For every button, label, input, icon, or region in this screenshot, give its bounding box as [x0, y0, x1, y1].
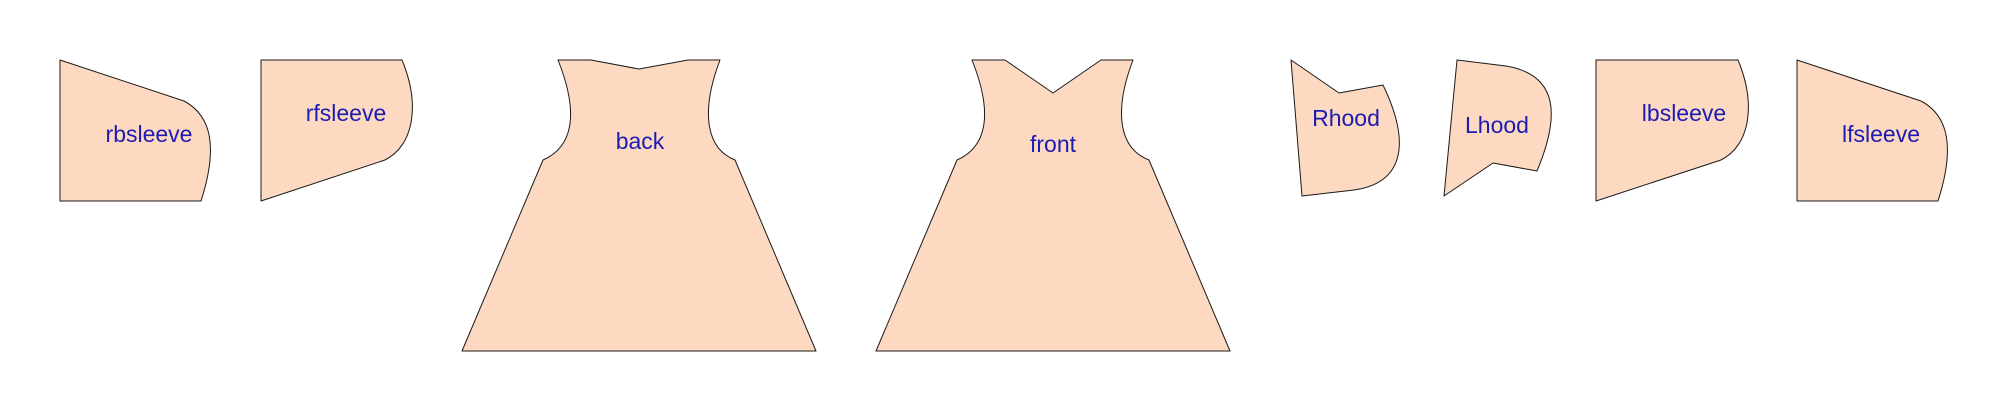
rhood-shape: [1290, 59, 1400, 197]
rhood-label: Rhood: [1312, 105, 1380, 131]
rfsleeve-label: rfsleeve: [306, 100, 387, 126]
back-label: back: [616, 128, 665, 154]
front-shape: [875, 59, 1231, 352]
pattern-piece-front: front: [875, 59, 1231, 352]
pattern-piece-rbsleeve: rbsleeve: [59, 59, 211, 202]
lbsleeve-label: lbsleeve: [1642, 100, 1726, 126]
lhood-label: Lhood: [1465, 112, 1529, 138]
pattern-piece-lhood: Lhood: [1443, 59, 1552, 197]
pattern-piece-rfsleeve: rfsleeve: [260, 59, 413, 202]
pattern-piece-rhood: Rhood: [1290, 59, 1400, 197]
front-label: front: [1030, 131, 1077, 157]
rbsleeve-shape: [59, 59, 211, 202]
back-shape: [461, 59, 817, 352]
pattern-piece-lfsleeve: lfsleeve: [1796, 59, 1948, 202]
pattern-piece-lbsleeve: lbsleeve: [1595, 59, 1749, 202]
rfsleeve-shape: [260, 59, 413, 202]
pattern-piece-back: back: [461, 59, 817, 352]
lhood-shape: [1443, 59, 1552, 197]
lfsleeve-label: lfsleeve: [1842, 121, 1920, 147]
lbsleeve-shape: [1595, 59, 1749, 202]
lfsleeve-shape: [1796, 59, 1948, 202]
rbsleeve-label: rbsleeve: [106, 121, 193, 147]
